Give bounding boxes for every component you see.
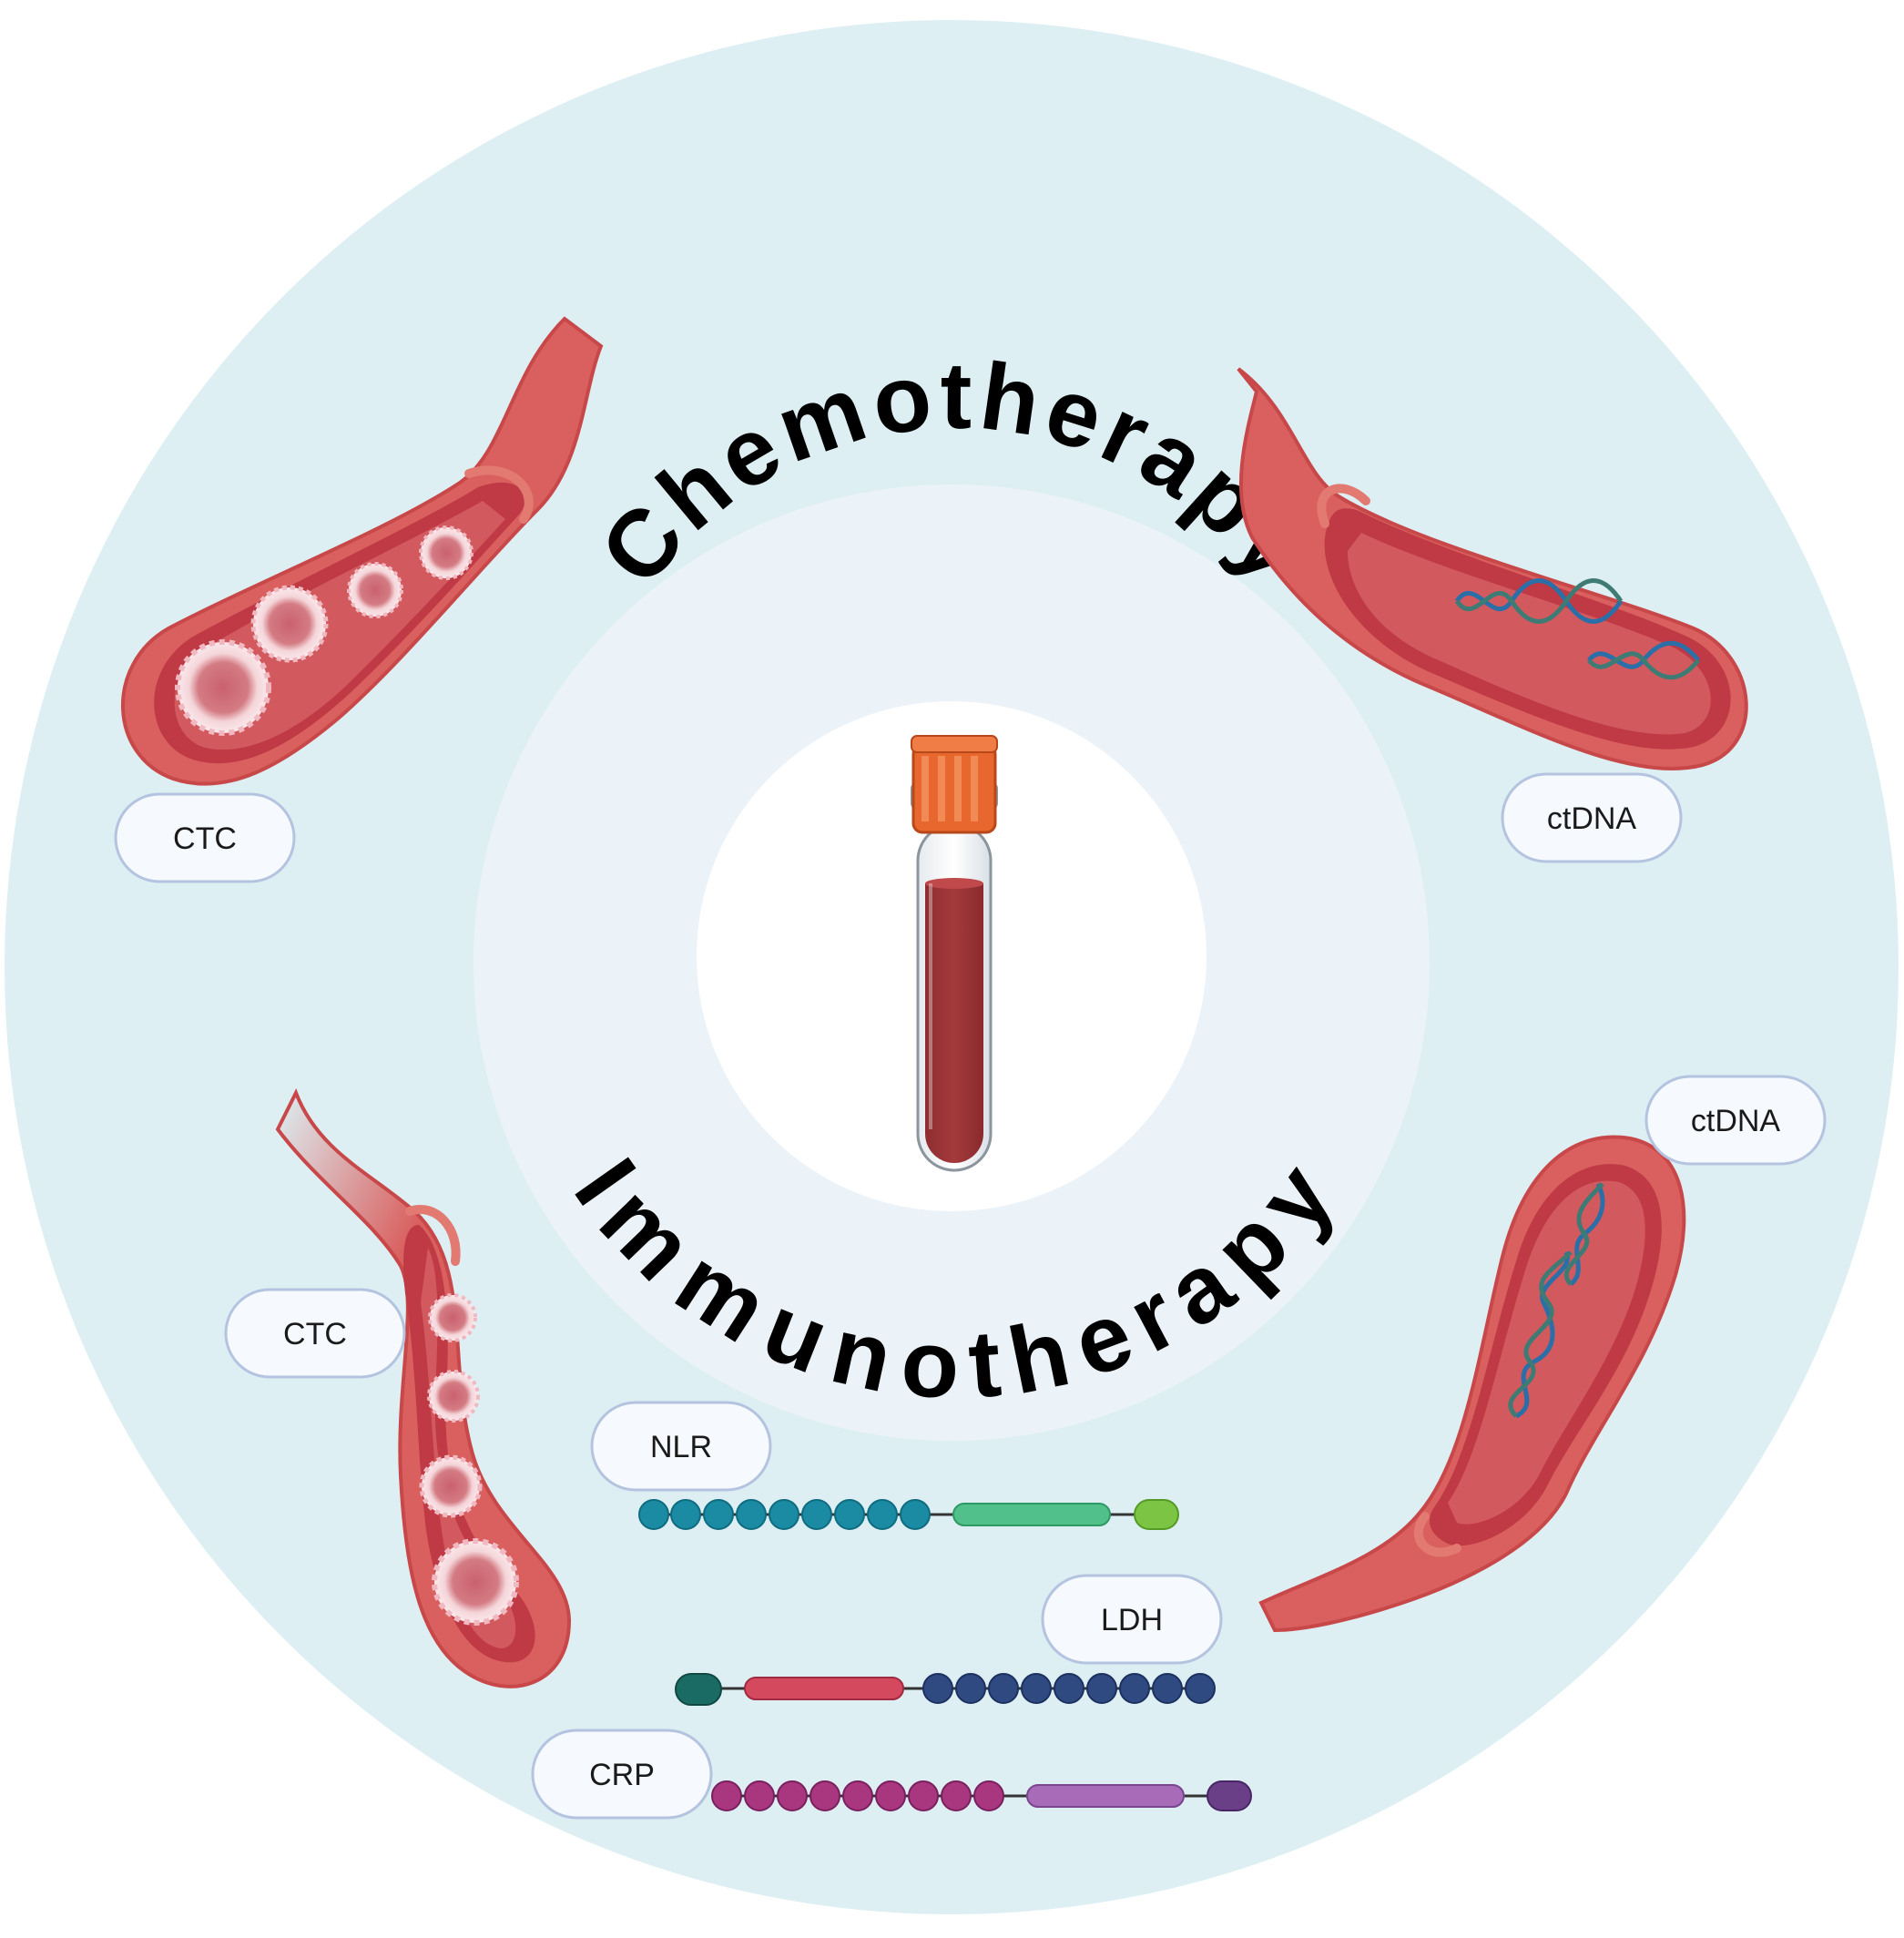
pill-ctdna-top: ctDNA: [1501, 772, 1683, 863]
dna-icon: [1454, 578, 1700, 680]
vessel-bottom-left: [275, 1088, 572, 1688]
label-ctc-top: CTC: [173, 821, 237, 856]
ctc-cell: [419, 1454, 483, 1518]
vessel-bottom-right: [1258, 1135, 1686, 1633]
ctc-cell: [432, 1538, 519, 1626]
label-ctdna-top: ctDNA: [1547, 801, 1637, 836]
ctc-cell: [347, 562, 403, 618]
dna-icon: [1508, 1182, 1605, 1419]
pill-ctc-bottom: CTC: [224, 1288, 406, 1379]
ctc-cell: [419, 525, 473, 580]
ctc-cell: [428, 1293, 477, 1342]
label-ldh: LDH: [1101, 1603, 1163, 1637]
vessel-top-left: [121, 316, 604, 786]
label-ctc-bottom: CTC: [283, 1317, 347, 1352]
pill-ctc-top: CTC: [114, 792, 296, 883]
pill-ldh: LDH: [1041, 1574, 1223, 1665]
pill-ctdna-bottom: ctDNA: [1644, 1075, 1827, 1166]
nlr-chain-icon: [638, 1499, 1179, 1530]
label-crp: CRP: [589, 1758, 655, 1792]
label-ctdna-bottom: ctDNA: [1691, 1104, 1781, 1138]
ctc-cell: [250, 585, 329, 663]
ctc-cell: [427, 1370, 480, 1423]
vessel-top-right: [1237, 367, 1748, 770]
pill-crp: CRP: [531, 1729, 713, 1820]
label-nlr: NLR: [650, 1430, 712, 1464]
ctc-cell: [175, 639, 271, 736]
ldh-chain-icon: [675, 1673, 1216, 1706]
blood-tube-icon: [911, 735, 998, 1172]
crp-chain-icon: [711, 1780, 1252, 1811]
pill-nlr: NLR: [590, 1401, 772, 1492]
